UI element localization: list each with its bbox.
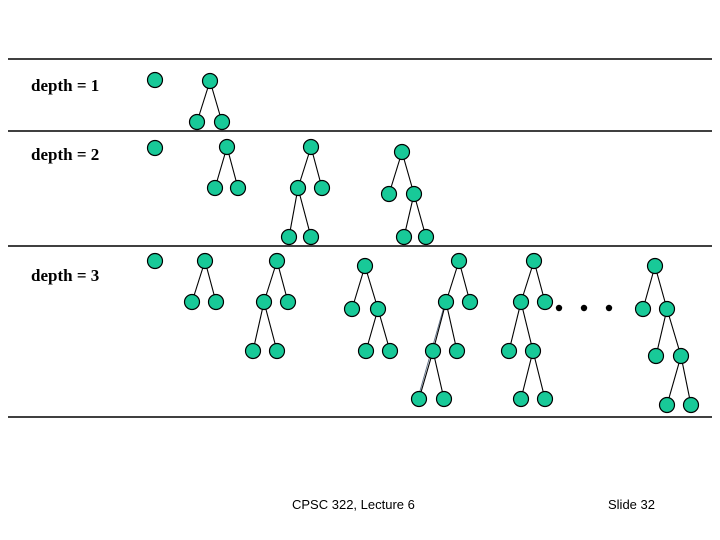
footer-slide-number: Slide 32 <box>608 497 655 512</box>
tree-edge <box>418 350 434 400</box>
tree-node <box>279 293 297 311</box>
tree-node <box>424 342 442 360</box>
tree-node <box>244 342 262 360</box>
tree-node <box>395 228 413 246</box>
ellipsis-dot <box>580 304 588 312</box>
tree-edges-group <box>191 80 692 406</box>
depth-3-label: depth = 3 <box>31 266 100 285</box>
ellipsis-dot <box>605 304 613 312</box>
tree-edge <box>680 355 692 406</box>
horizontal-rules-group <box>8 58 712 418</box>
tree-node <box>369 300 387 318</box>
tree-node <box>417 228 435 246</box>
tree-node <box>512 390 530 408</box>
tree-node <box>500 342 518 360</box>
tree-node <box>512 293 530 311</box>
tree-edge <box>666 355 682 406</box>
tree-node <box>146 252 164 270</box>
tree-node <box>357 342 375 360</box>
tree-node <box>524 342 542 360</box>
tree-node <box>268 252 286 270</box>
tree-node <box>658 300 676 318</box>
depth-2-label: depth = 2 <box>31 145 100 164</box>
tree-node <box>218 138 236 156</box>
tree-node <box>525 252 543 270</box>
footer-course-label: CPSC 322, Lecture 6 <box>292 497 415 512</box>
tree-node <box>646 257 664 275</box>
tree-edge <box>432 301 447 352</box>
tree-node <box>229 179 247 197</box>
tree-node <box>207 293 225 311</box>
tree-node <box>183 293 201 311</box>
tree-node <box>536 293 554 311</box>
tree-node <box>280 228 298 246</box>
tree-node <box>634 300 652 318</box>
tree-node <box>289 179 307 197</box>
tree-node <box>356 257 374 275</box>
tree-node <box>536 390 554 408</box>
tree-edge <box>508 301 522 352</box>
tree-node <box>682 396 700 414</box>
tree-node <box>146 139 164 157</box>
tree-node <box>268 342 286 360</box>
ellipsis-dot <box>555 304 563 312</box>
tree-node <box>343 300 361 318</box>
tree-node <box>647 347 665 365</box>
tree-edge <box>297 187 312 238</box>
tree-node <box>302 138 320 156</box>
tree-node <box>393 143 411 161</box>
tree-node <box>255 293 273 311</box>
tree-node <box>405 185 423 203</box>
tree-nodes-group <box>146 71 700 414</box>
tree-node <box>437 293 455 311</box>
tree-edge <box>288 187 299 238</box>
tree-node <box>302 228 320 246</box>
tree-edge <box>432 350 445 400</box>
tree-node <box>381 342 399 360</box>
tree-node <box>380 185 398 203</box>
tree-node <box>448 342 466 360</box>
tree-edge <box>520 301 534 352</box>
tree-node <box>206 179 224 197</box>
depth-1-label: depth = 1 <box>31 76 100 95</box>
tree-node <box>188 113 206 131</box>
tree-edge <box>445 301 458 352</box>
tree-edge <box>252 301 265 352</box>
tree-node <box>196 252 214 270</box>
tree-node <box>450 252 468 270</box>
tree-node <box>658 396 676 414</box>
tree-node <box>146 71 164 89</box>
tree-node <box>461 293 479 311</box>
tree-node <box>672 347 690 365</box>
tree-node <box>410 390 428 408</box>
tree-edge <box>666 308 682 357</box>
tree-edge <box>532 350 546 400</box>
tree-node <box>435 390 453 408</box>
tree-edge <box>263 301 278 352</box>
tree-node <box>201 72 219 90</box>
tree-edge <box>520 350 534 400</box>
tree-node <box>213 113 231 131</box>
tree-node <box>313 179 331 197</box>
ellipsis-dots-group <box>555 304 613 312</box>
